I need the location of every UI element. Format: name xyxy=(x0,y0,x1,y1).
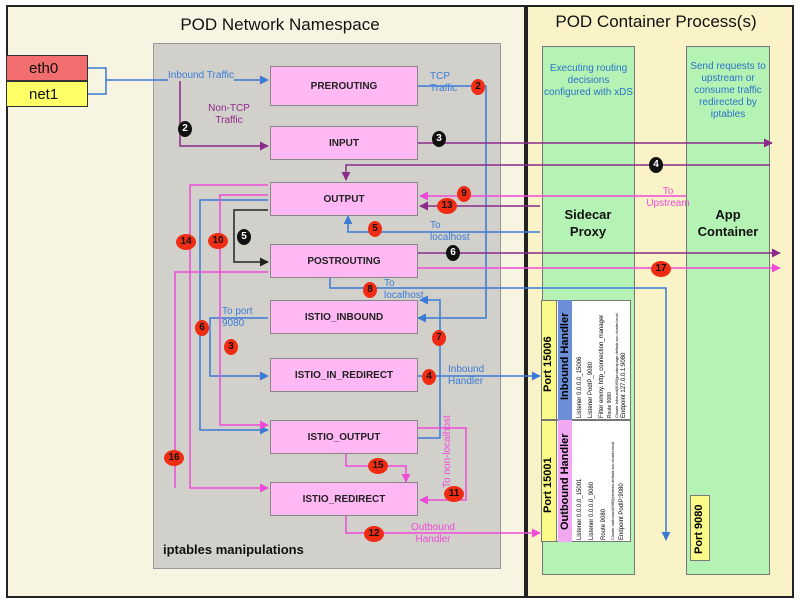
step-badge-13: 13 xyxy=(437,198,457,214)
label-non-tcp-traffic: Non-TCP Traffic xyxy=(208,103,250,126)
app-port-tag xyxy=(690,495,710,561)
step-badge-15: 15 xyxy=(368,458,388,474)
step-badge-4b: 4 xyxy=(422,369,436,385)
label-inbound-handler: Inbound Handler xyxy=(448,364,485,387)
label-tcp-traffic: TCP Traffic xyxy=(430,71,458,94)
app-label: App Container xyxy=(697,207,759,239)
step-badge-7: 7 xyxy=(432,330,446,346)
chain-output: OUTPUT xyxy=(270,182,418,216)
inbound-title-bar xyxy=(558,300,572,420)
step-badge-3b: 3 xyxy=(224,339,238,355)
step-badge-17: 17 xyxy=(651,261,671,277)
chain-postrouting: POSTROUTING xyxy=(270,244,418,278)
step-badge-8: 8 xyxy=(363,282,377,298)
label-to-upstream: To Upstream xyxy=(646,186,690,209)
step-badge-11: 11 xyxy=(444,486,464,502)
sidecar-label: Sidecar Proxy xyxy=(564,207,612,239)
chain-istio-in-redirect: ISTIO_IN_REDIRECT xyxy=(270,358,418,392)
step-badge-6b: 6 xyxy=(195,320,209,336)
step-badge-2a: 2 xyxy=(471,79,485,95)
label-to-port-9080: To port 9080 xyxy=(222,306,253,329)
app-description: Send requests to upstream or consume tra… xyxy=(690,61,766,120)
label-to-localhost-1: To localhost xyxy=(430,220,470,243)
chain-istio-redirect: ISTIO_REDIRECT xyxy=(270,482,418,516)
chain-istio-output: ISTIO_OUTPUT xyxy=(270,420,418,454)
chain-prerouting: PREROUTING xyxy=(270,66,418,106)
label-to-non-localhost: To non-localhost xyxy=(442,415,453,488)
label-outbound-handler: Outbound Handler xyxy=(411,522,455,545)
process-title: POD Container Process(s) xyxy=(555,12,757,31)
step-badge-9: 9 xyxy=(457,186,471,202)
step-badge-2b: 2 xyxy=(178,121,192,137)
sidecar-description: Executing routing decisions configured w… xyxy=(544,63,633,98)
step-badge-5: 5 xyxy=(237,229,251,245)
net1-interface: net1 xyxy=(6,81,88,107)
app-column xyxy=(686,46,770,575)
outbound-port-tag xyxy=(541,420,557,542)
step-badge-4a: 4 xyxy=(649,157,663,173)
step-badge-3a: 3 xyxy=(432,131,446,147)
step-badge-16: 16 xyxy=(164,450,184,466)
namespace-title: POD Network Namespace xyxy=(180,15,380,34)
label-inbound-traffic: Inbound Traffic xyxy=(168,70,234,81)
eth0-interface: eth0 xyxy=(6,55,88,81)
inbound-port-tag xyxy=(541,300,557,420)
outbound-title-bar xyxy=(558,420,572,542)
step-badge-5b: 5 xyxy=(368,221,382,237)
label-to-localhost-2: To localhost xyxy=(384,278,424,301)
step-badge-10: 10 xyxy=(208,233,228,249)
chain-istio-inbound: ISTIO_INBOUND xyxy=(270,300,418,334)
iptables-label: iptables manipulations xyxy=(163,542,304,557)
step-badge-6: 6 xyxy=(446,245,460,261)
step-badge-12: 12 xyxy=(364,526,384,542)
step-badge-14: 14 xyxy=(176,234,196,250)
chain-input: INPUT xyxy=(270,126,418,160)
